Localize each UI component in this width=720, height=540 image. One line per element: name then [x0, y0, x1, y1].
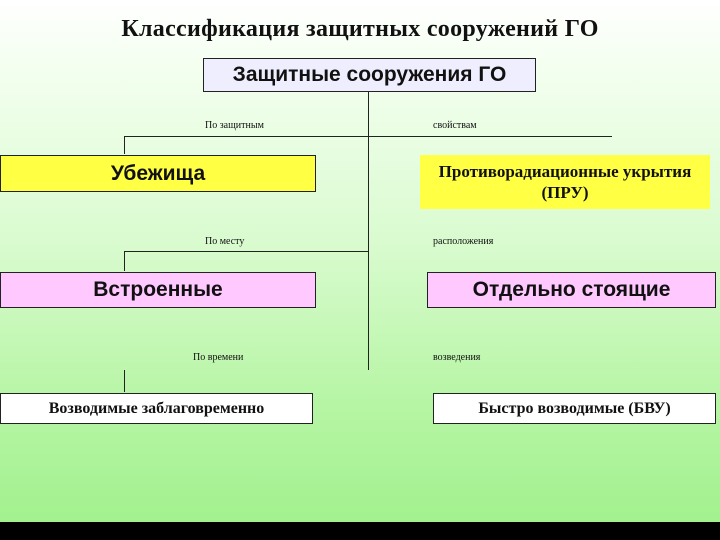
- level3-right-box: Быстро возводимые (БВУ): [433, 393, 716, 424]
- branch-line-1: [124, 136, 612, 137]
- bottom-bar: [0, 522, 720, 540]
- criterion-label-left-2: По месту: [205, 236, 245, 247]
- criterion-label-right-3: возведения: [433, 352, 481, 363]
- criterion-label-right-2: расположения: [433, 236, 494, 247]
- level2-right-box: Отдельно стоящие: [427, 272, 716, 308]
- left-drop-1: [124, 136, 125, 154]
- criterion-label-right-1: свойствам: [433, 120, 477, 131]
- slide-title: Классификация защитных сооружений ГО: [121, 16, 599, 42]
- level1-left-box: Убежища: [0, 155, 316, 192]
- level1-right-box: Противорадиационные укрытия (ПРУ): [420, 155, 710, 209]
- level3-left-box: Возводимые заблаговременно: [0, 393, 313, 424]
- left-drop-2: [124, 251, 125, 271]
- left-drop-3: [124, 370, 125, 392]
- level2-left-box: Встроенные: [0, 272, 316, 308]
- trunk-line: [368, 92, 369, 370]
- criterion-label-left-1: По защитным: [205, 120, 264, 131]
- branch-line-2: [124, 251, 368, 252]
- criterion-label-left-3: По времени: [193, 352, 244, 363]
- root-box: Защитные сооружения ГО: [203, 58, 536, 92]
